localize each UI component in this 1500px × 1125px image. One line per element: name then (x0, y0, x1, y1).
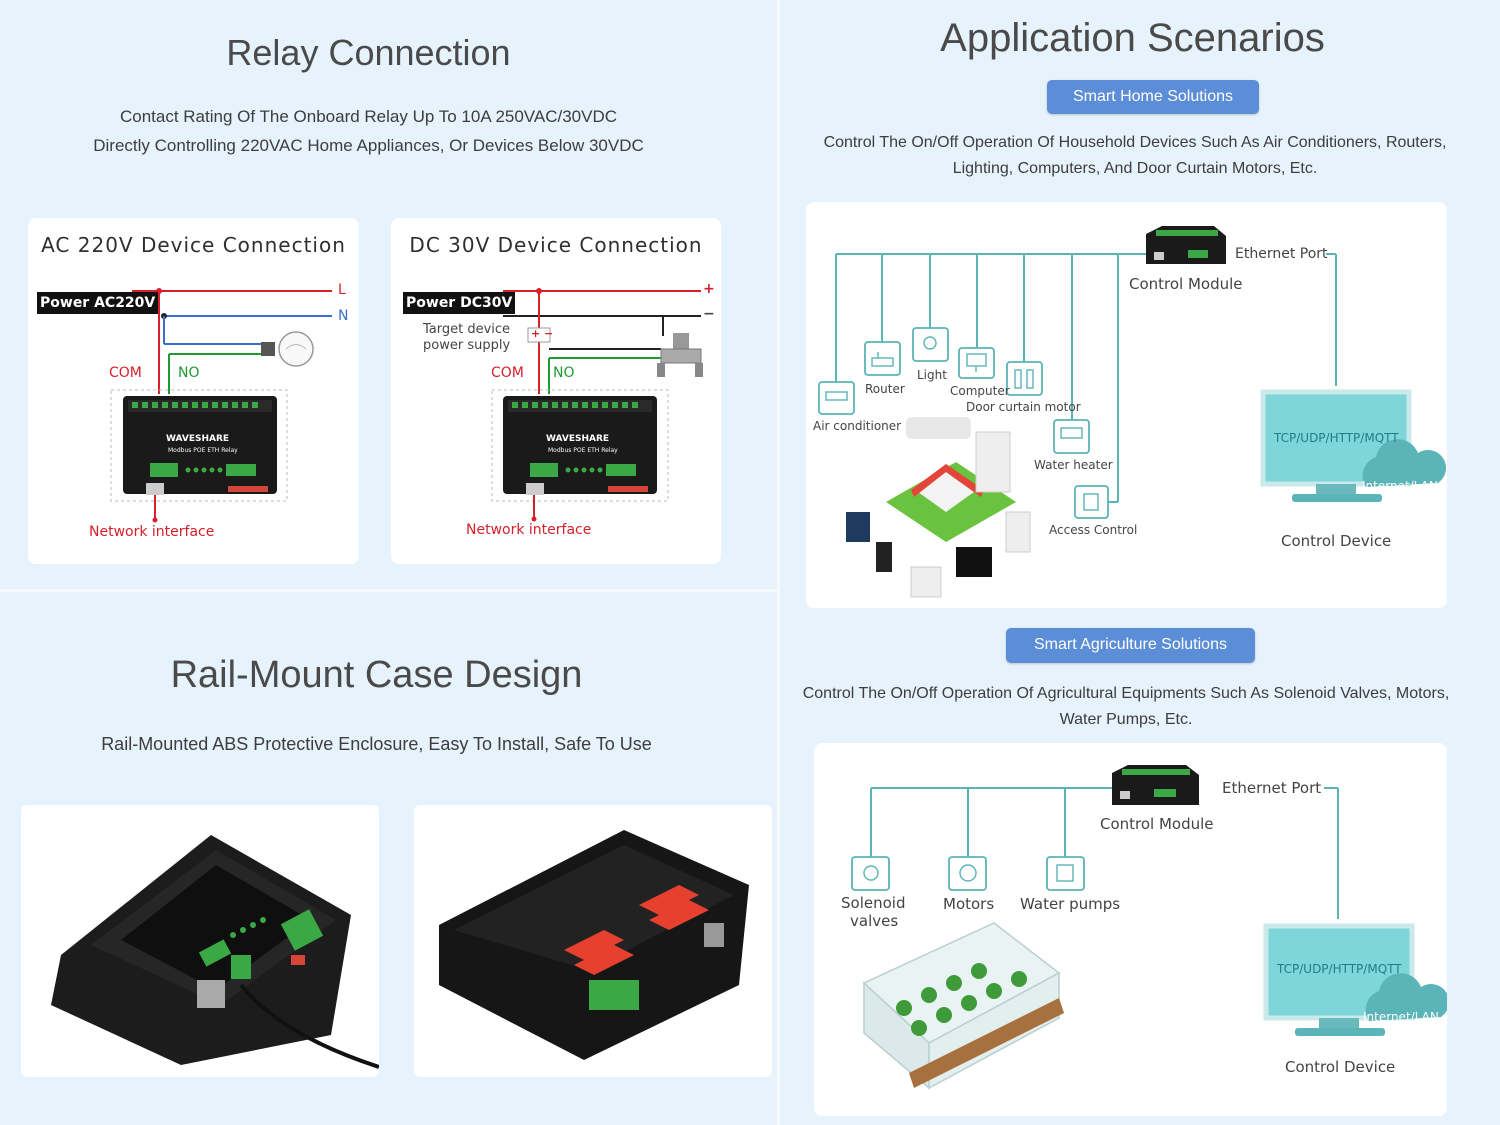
ac-module-brand: WAVESHARE (166, 434, 230, 444)
water-pump-icon (1046, 856, 1085, 891)
dc-wiring-diagram (491, 288, 703, 522)
dc-card-title: DC 30V Device Connection (409, 233, 703, 257)
dc-network-label: Network interface (466, 522, 592, 538)
dc-module-model: Modbus POE ETH Relay (548, 447, 618, 454)
dc-plus-label: + (703, 281, 715, 297)
rail-title: Rail-Mount Case Design (170, 654, 583, 696)
dc-connection-card: DC 30V Device Connection (391, 218, 721, 564)
access-control-icon (1074, 485, 1109, 519)
relay-desc-2: Directly Controlling 220VAC Home Applian… (93, 136, 644, 155)
ac-wiring-diagram (110, 288, 332, 523)
solenoid-label-1: Solenoid (841, 894, 906, 912)
relay-module-image-dc (503, 396, 657, 495)
air-conditioner-label: Air conditioner (813, 419, 902, 433)
water-pumps-label: Water pumps (1020, 895, 1121, 913)
air-conditioner-icon (818, 381, 855, 415)
rail-desc: Rail-Mounted ABS Protective Enclosure, E… (101, 734, 652, 754)
ac-com-label: COM (109, 365, 142, 381)
dc-power-tag: Power DC30V (403, 292, 516, 314)
home-control-device-label: Control Device (1281, 532, 1392, 550)
access-control-label: Access Control (1049, 523, 1138, 537)
agri-control-device-label: Control Device (1285, 1058, 1396, 1076)
home-control-module-icon (1146, 226, 1226, 264)
dc-polarity-label: + − (531, 327, 554, 340)
dc-no-label: NO (553, 365, 575, 381)
home-desc-2: Lighting, Computers, And Door Curtain Mo… (952, 160, 1318, 177)
dc-target-2: power supply (423, 338, 511, 353)
smart-home-house-illustration (846, 417, 1031, 598)
door-curtain-label: Door curtain motor (966, 400, 1081, 414)
dc-com-label: COM (491, 365, 524, 381)
greenhouse-illustration (862, 922, 1064, 1090)
rail-photo-back (414, 805, 772, 1077)
app-title: Application Scenarios (940, 16, 1325, 60)
ac-module-model: Modbus POE ETH Relay (168, 447, 238, 454)
relay-module-image (123, 396, 277, 495)
solenoid-valve-icon (657, 333, 703, 377)
solenoid-label-2: valves (850, 912, 899, 930)
agri-control-device-monitor (1263, 923, 1447, 1036)
ac-power-tag: Power AC220V (37, 292, 159, 314)
ac-no-label: NO (178, 365, 200, 381)
home-control-module-label: Control Module (1129, 275, 1243, 293)
smart-home-diagram: Ethernet Port Control Module Router Ligh… (806, 202, 1447, 608)
motors-label: Motors (943, 895, 995, 913)
water-heater-icon (1053, 419, 1090, 454)
computer-icon (958, 347, 995, 379)
agri-control-module-icon (1112, 765, 1199, 805)
agri-control-module-label: Control Module (1100, 815, 1214, 833)
home-control-device-monitor (1260, 389, 1447, 502)
agri-ethernet-port-label: Ethernet Port (1222, 779, 1322, 797)
smart-agriculture-diagram: Ethernet Port Control Module Solenoid va… (814, 743, 1447, 1116)
bulb-icon (261, 331, 314, 367)
dc-module-brand: WAVESHARE (546, 434, 610, 444)
ac-card-title: AC 220V Device Connection (41, 233, 346, 257)
vertical-divider (777, 0, 780, 1125)
agri-desc-2: Water Pumps, Etc. (1059, 711, 1193, 728)
smart-agriculture-pill: Smart Agriculture Solutions (1006, 628, 1255, 663)
door-curtain-icon (1006, 361, 1043, 396)
ac-l-label: L (338, 282, 346, 298)
relay-title: Relay Connection (226, 32, 511, 73)
solenoid-valve-device-icon (851, 856, 890, 891)
computer-label: Computer (950, 384, 1010, 398)
motor-icon (948, 856, 987, 891)
home-ethernet-port-label: Ethernet Port (1235, 246, 1328, 262)
ac-network-label: Network interface (89, 524, 215, 540)
dc-minus-label: − (703, 306, 715, 322)
rail-photo-front (21, 805, 379, 1077)
agri-desc-1: Control The On/Off Operation Of Agricult… (802, 685, 1450, 702)
agri-internet-label: Internet/LAN (1363, 1010, 1439, 1024)
light-label: Light (917, 368, 947, 382)
relay-desc-1: Contact Rating Of The Onboard Relay Up T… (119, 107, 618, 126)
light-icon (912, 327, 949, 362)
agri-protocols-label: TCP/UDP/HTTP/MQTT (1277, 962, 1402, 976)
water-heater-label: Water heater (1034, 458, 1113, 472)
smart-home-pill: Smart Home Solutions (1047, 80, 1259, 114)
ac-n-label: N (338, 308, 349, 324)
home-internet-label: Internet/LAN (1362, 479, 1438, 493)
ac-connection-card: AC 220V Device Connection (28, 218, 359, 564)
horizontal-divider (0, 589, 777, 592)
home-protocols-label: TCP/UDP/HTTP/MQTT (1274, 431, 1399, 445)
dc-target-1: Target device (423, 322, 511, 337)
router-label: Router (865, 382, 905, 396)
home-desc-1: Control The On/Off Operation Of Househol… (823, 134, 1447, 151)
